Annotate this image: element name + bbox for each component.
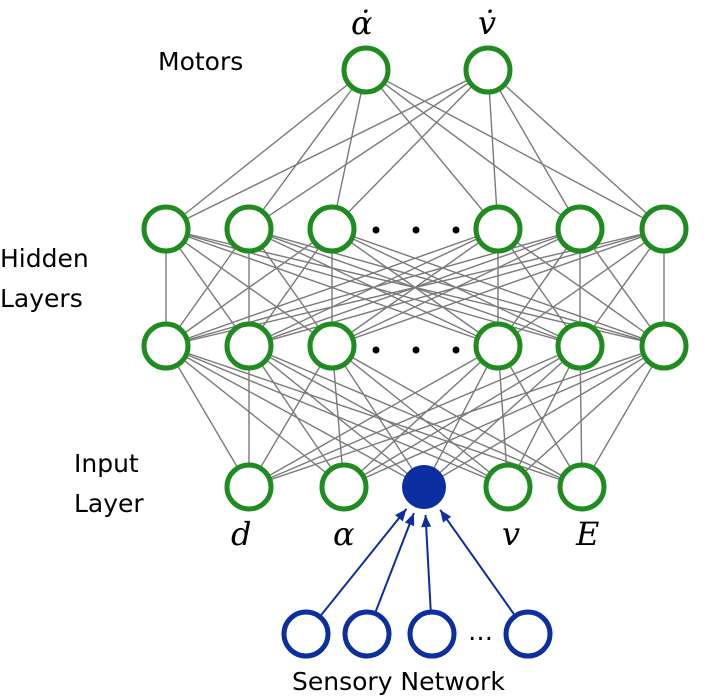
arrow-head [404,513,415,527]
arrow-head [421,514,432,528]
sensory-arrow [439,509,515,615]
hidden-neuron-layer-2 [473,321,523,371]
edge-motor-hidden [248,69,489,230]
edge-hidden-input [248,345,345,488]
edge-hidden-input [331,345,425,488]
input-neuron [319,462,369,512]
input-neuron-sensory [402,465,446,509]
edge-motor-hidden [487,69,665,230]
edge-hidden-input [343,345,499,488]
edge-motor-hidden [365,69,665,230]
hidden-neuron-layer-1 [639,204,689,254]
hidden-neuron-layer-2 [141,321,191,371]
symbol-motor-v-dot: v̇ [478,4,496,42]
symbol-input-d: d [231,515,251,553]
sensory-arrow [424,514,432,611]
edge-hidden-input [165,345,345,488]
arrow-head [440,509,452,523]
edge-motor-hidden [365,69,499,230]
edge-hidden-input [581,345,665,488]
label-input-1: Input [74,449,139,478]
edge-hidden-input [343,345,581,488]
hidden-neuron-layer-1 [473,204,523,254]
edge-motor-hidden [365,69,581,230]
symbol-input-v: v [502,515,520,553]
edge-hidden-input [507,345,665,488]
edge-motor-hidden [165,69,367,230]
hidden-neuron-layer-1 [141,204,191,254]
hidden-neuron-layer-2 [224,321,274,371]
label-input-2: Layer [74,489,144,518]
edge-hidden-hidden [497,228,665,347]
edge-hidden-input [248,345,499,488]
sensory-arrows [320,508,515,616]
edge-hidden-hidden [165,228,499,347]
label-hidden-1: Hidden [0,244,89,273]
edge-motor-hidden [487,69,581,230]
edge-motor-hidden [487,69,499,230]
label-motors: Motors [158,47,243,76]
hidden-neuron-layer-1 [555,204,605,254]
edge-motor-hidden [331,69,367,230]
sensory-neuron [342,609,392,659]
edge-hidden-input [248,345,333,488]
edge-hidden-input [497,345,583,488]
edge-motor-hidden [165,69,489,230]
edge-hidden-input [248,345,665,488]
edges [165,69,665,488]
edge-motor-hidden [331,69,489,230]
edge-motor-hidden [248,69,367,230]
edge-hidden-input [248,345,425,488]
symbol-motor-alpha-dot: α̇ [351,4,373,42]
sensory-arrow [320,508,408,616]
input-neuron [557,462,607,512]
ellipsis-sensory: … [468,617,493,646]
hidden-neuron-layer-1 [307,204,357,254]
label-sensory-network: Sensory Network [292,667,505,696]
edge-hidden-hidden [331,228,665,347]
edge-hidden-input [423,345,581,488]
edge-hidden-input [165,345,425,488]
nodes [141,45,689,659]
arrow-head [395,508,407,522]
edge-hidden-input [165,345,250,488]
ellipsis-hidden-2 [372,346,460,354]
label-hidden-2: Layers [0,284,83,313]
edge-hidden-input [423,345,665,488]
symbol-input-E: E [575,515,599,553]
hidden-neuron-layer-2 [639,321,689,371]
edge-hidden-input [343,345,665,488]
hidden-neuron-layer-1 [224,204,274,254]
sensory-arrow [374,512,415,612]
input-neuron [224,462,274,512]
motor-neuron [463,45,513,95]
sensory-neuron [407,609,457,659]
sensory-neuron [281,609,331,659]
hidden-neuron-layer-2 [307,321,357,371]
ellipsis-hidden-1 [372,226,460,234]
edge-hidden-input [248,345,581,488]
input-neuron [483,462,533,512]
motor-neuron [341,45,391,95]
sensory-neuron [503,609,553,659]
hidden-neuron-layer-2 [555,321,605,371]
symbol-input-alpha: α [333,515,355,553]
edge-hidden-hidden [165,228,333,347]
